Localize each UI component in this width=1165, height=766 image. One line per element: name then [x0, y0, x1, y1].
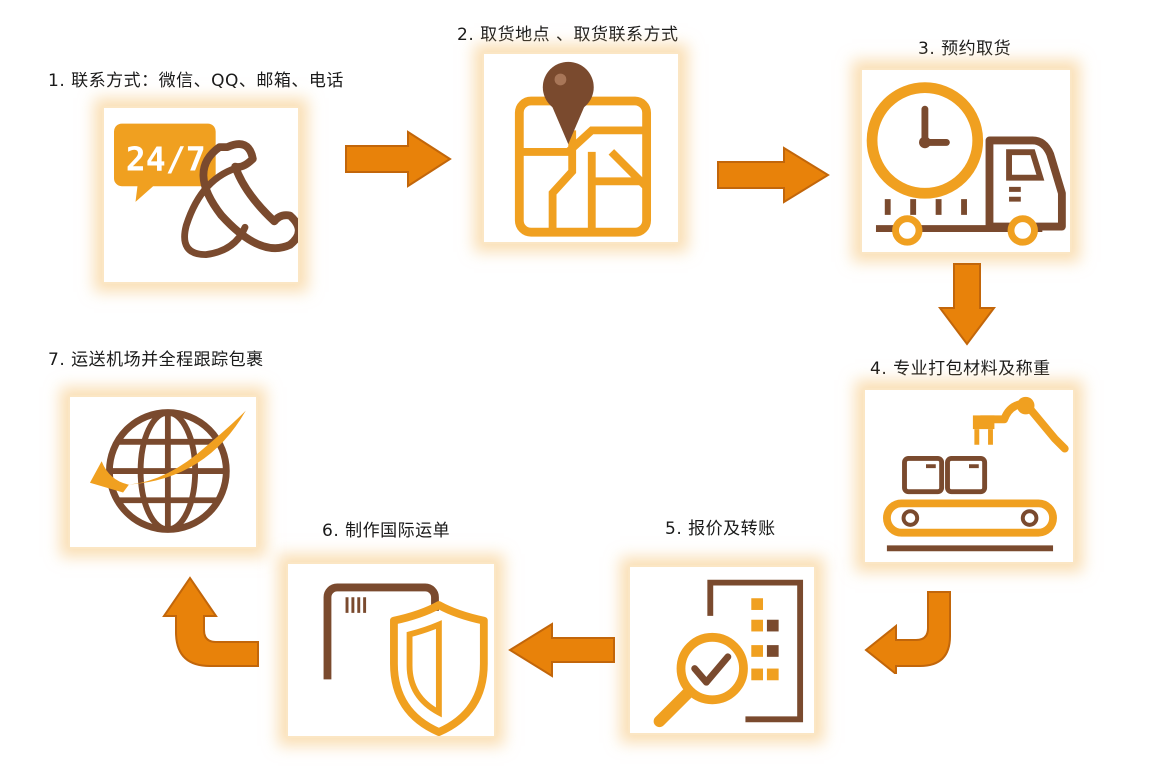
step-7-card [68, 395, 258, 549]
phone-24-7-icon: 24/7 [114, 123, 298, 259]
step-2-card [482, 52, 680, 244]
arrow-step6-to-step7 [162, 574, 262, 670]
step-1-label: 1. 联系方式：微信、QQ、邮箱、电话 [48, 71, 344, 91]
arrow-step5-to-step6 [506, 622, 618, 678]
step-4-label: 4. 专业打包材料及称重 [870, 359, 1051, 379]
arrow-step3-to-step4 [936, 262, 998, 346]
curved-up-arrow-icon [162, 576, 259, 667]
step-5-card [628, 565, 816, 735]
package-shield-icon [323, 583, 488, 736]
step-1-card: 24/7 [102, 106, 300, 284]
arrow-step4-to-step5 [862, 588, 954, 674]
down-arrow-icon [938, 263, 996, 346]
curved-arrow-icon [864, 591, 951, 674]
badge-24-7-text: 24/7 [126, 140, 206, 179]
left-arrow-icon [508, 622, 615, 678]
conveyor-robot-arm-icon [883, 396, 1069, 552]
step-3-label: 3. 预约取货 [918, 39, 1012, 59]
right-arrow-icon [717, 146, 830, 204]
step-4-card [863, 388, 1075, 564]
right-arrow-icon [345, 130, 452, 188]
clock-truck-icon [866, 82, 1066, 246]
step-6-label: 6. 制作国际运单 [322, 521, 451, 541]
step-5-label: 5. 报价及转账 [665, 519, 776, 539]
map-pin-icon [514, 61, 652, 237]
step-2-label: 2. 取货地点 、取货联系方式 [457, 25, 679, 45]
magnifier-checklist-icon [653, 579, 804, 728]
arrow-step1-to-step2 [342, 130, 454, 188]
step-7-label: 7. 运送机场并全程跟踪包裹 [48, 350, 264, 370]
globe-arrow-icon [89, 409, 246, 533]
arrow-step2-to-step3 [714, 146, 832, 204]
step-3-card [860, 68, 1072, 254]
step-6-card [286, 562, 496, 738]
